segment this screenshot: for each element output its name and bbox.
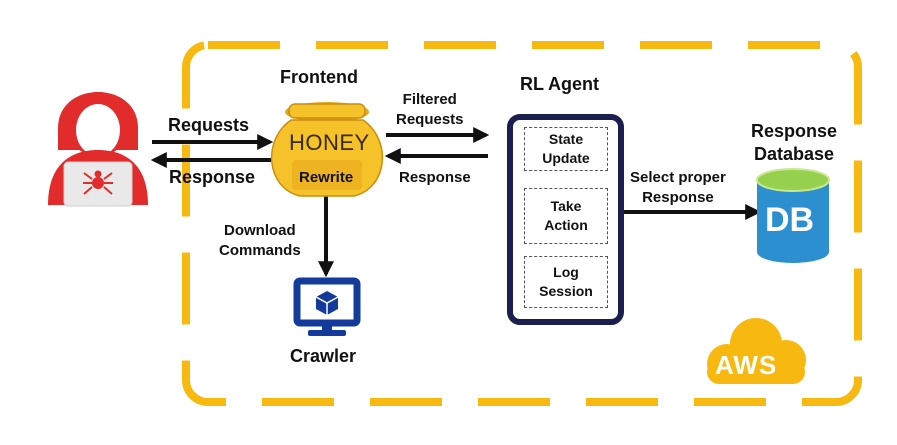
take-action-step: Take Action <box>524 188 608 244</box>
response-mid-label: Response <box>399 169 471 186</box>
state-update-step: State Update <box>524 127 608 171</box>
rewrite-label: Rewrite <box>299 169 354 186</box>
response-left-label: Response <box>169 167 256 187</box>
requests-label: Requests <box>168 115 250 135</box>
honey-text: HONEY <box>289 130 370 155</box>
rl-agent-label: RL Agent <box>520 74 599 94</box>
log-session-step: Log Session <box>524 256 608 308</box>
filtered-requests-label: Filtered Requests <box>396 91 464 128</box>
download-commands-label: Download Commands <box>219 222 301 259</box>
select-response-label: Select proper Response <box>630 169 726 206</box>
aws-text: AWS <box>715 350 778 380</box>
response-database-label: Response Database <box>751 121 838 164</box>
db-text: DB <box>765 201 815 239</box>
frontend-label: Frontend <box>280 67 358 87</box>
crawler-label: Crawler <box>290 346 357 366</box>
